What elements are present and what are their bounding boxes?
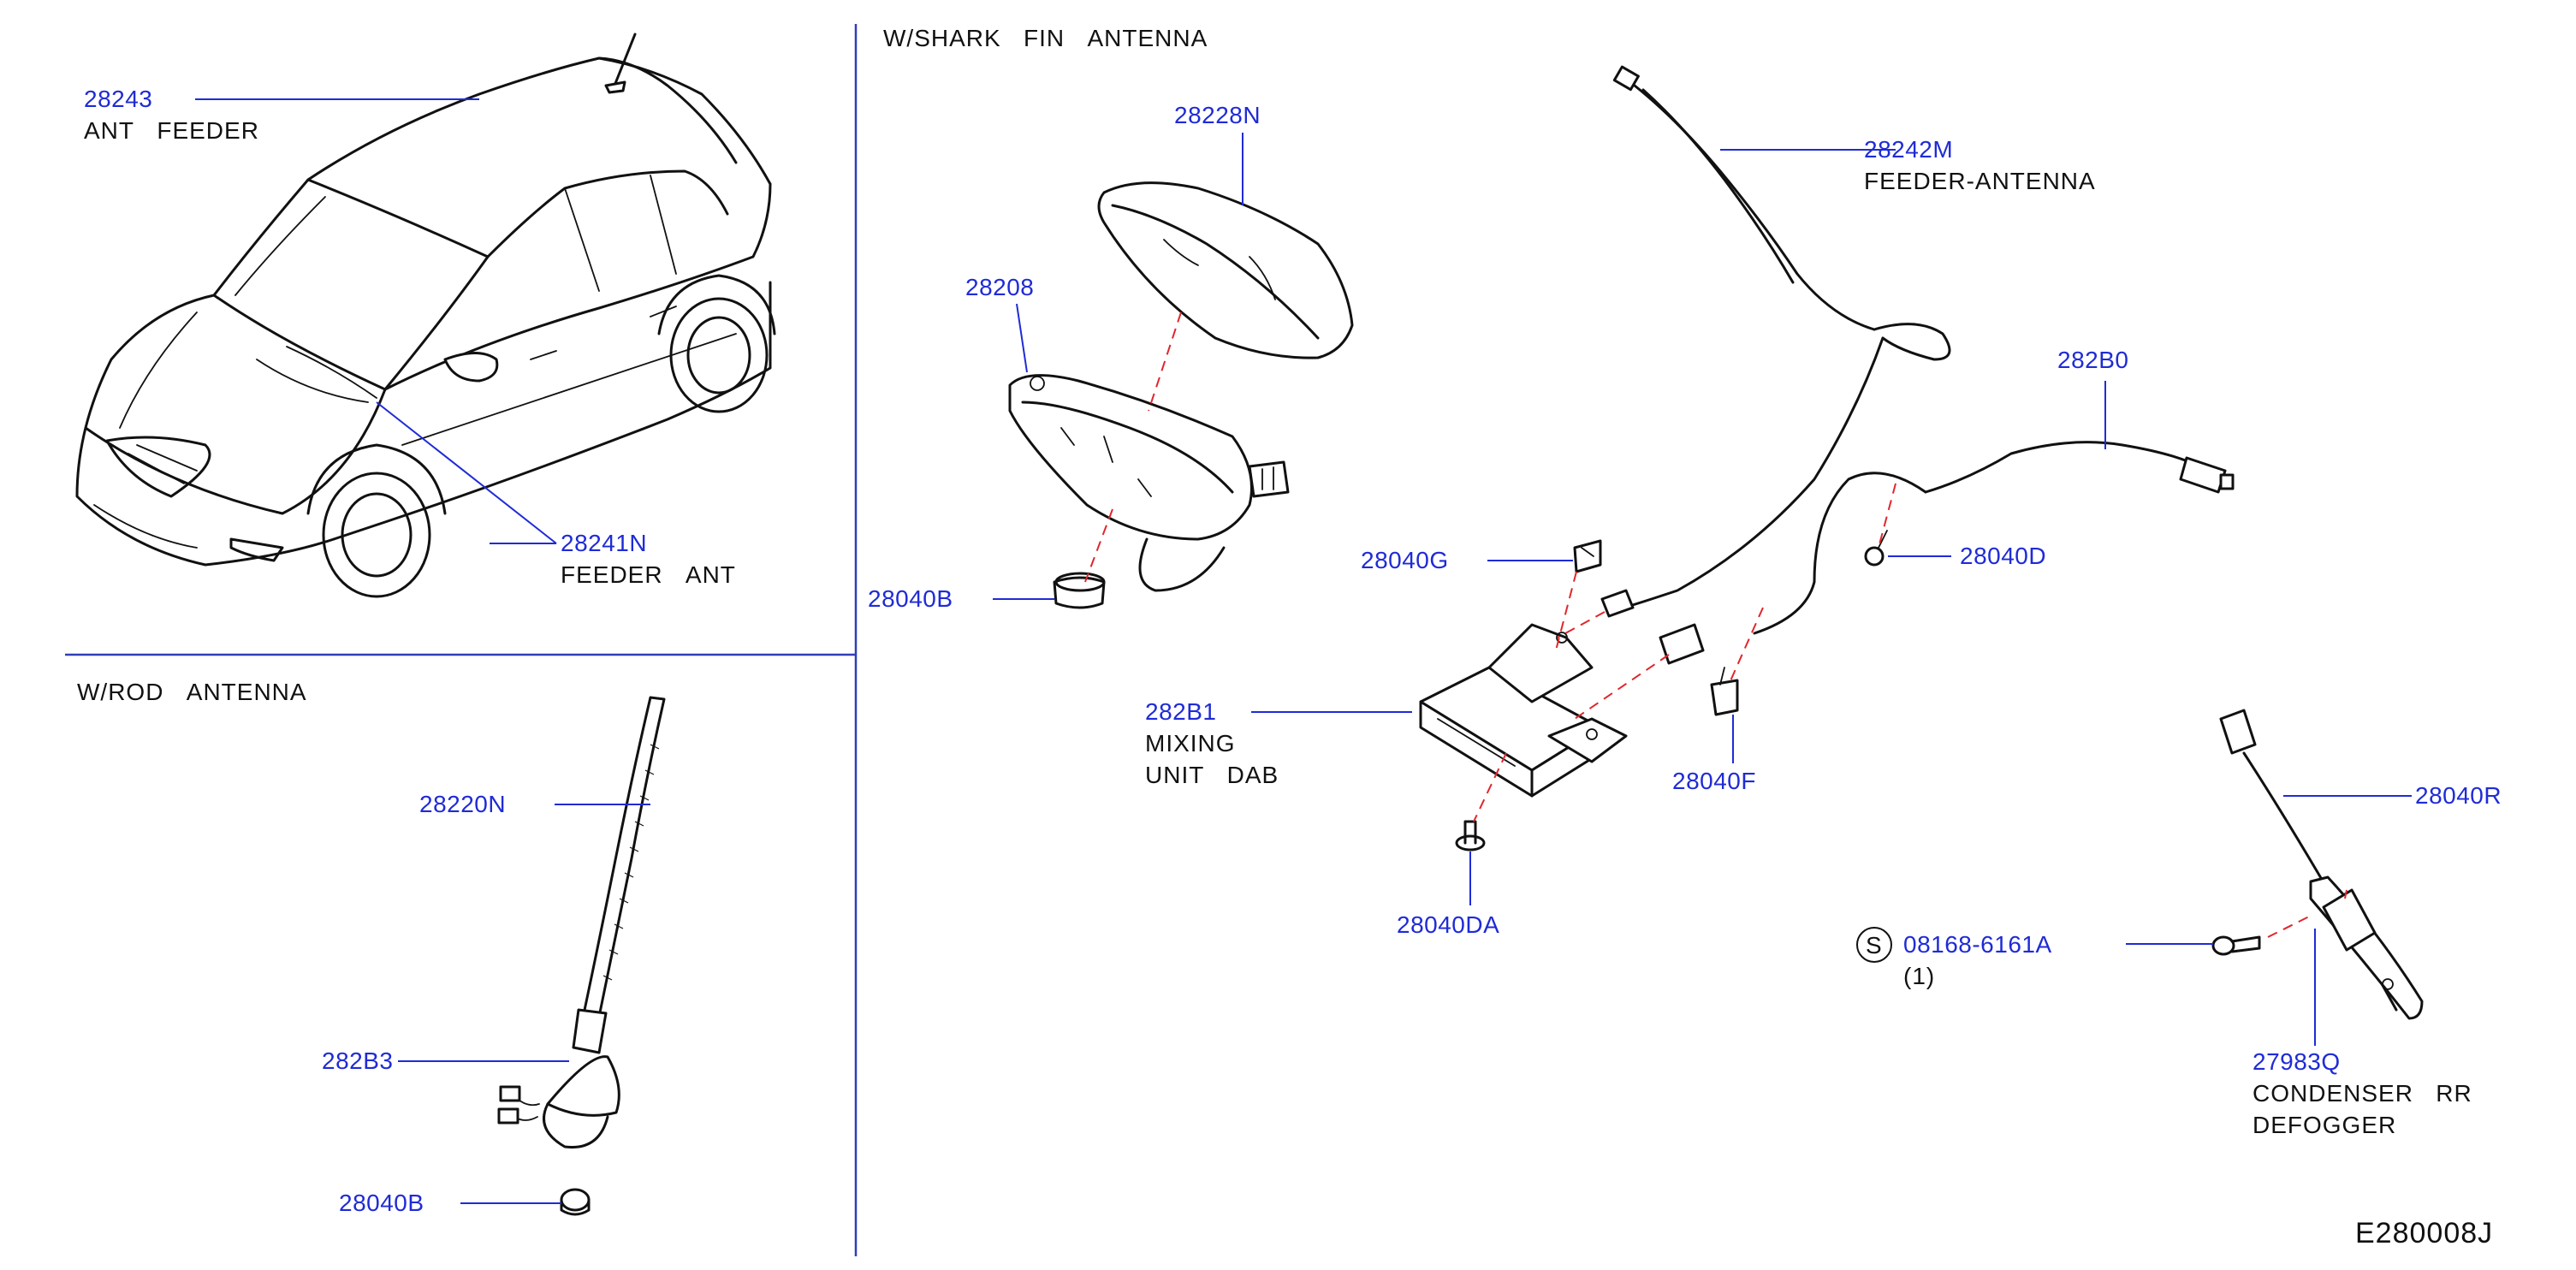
callout-28243-number: 28243	[84, 86, 152, 112]
callout-282B1-desc1: MIXING	[1145, 730, 1236, 757]
clip-28040D	[1864, 530, 1888, 567]
connector-mixing-feeder	[1600, 589, 1705, 665]
shark-fin-clip	[1053, 572, 1106, 609]
leader-lines	[195, 98, 2412, 1204]
rod-antenna-mast	[572, 696, 666, 1054]
callout-28040B-rod-number: 28040B	[339, 1190, 424, 1216]
rod-antenna-base	[497, 1055, 620, 1149]
shark-fin-section-title: W/SHARK FIN ANTENNA	[883, 25, 1208, 51]
standard-part-symbol	[1856, 927, 1892, 963]
callout-28241N-desc: FEEDER ANT	[561, 561, 736, 588]
callout-28220N-number: 28220N	[419, 791, 506, 817]
callout-282B1-number: 282B1	[1145, 698, 1216, 725]
callout-27983Q-number: 27983Q	[2253, 1048, 2341, 1075]
callout-282B0-number: 282B0	[2057, 347, 2128, 373]
callout-28040G-number: 28040G	[1361, 547, 1449, 573]
rod-section-title: W/ROD ANTENNA	[77, 679, 307, 705]
callout-28040B-fin-number: 28040B	[868, 585, 953, 612]
shark-fin-cover	[1097, 181, 1354, 359]
callout-27983Q-desc2: DEFOGGER	[2253, 1112, 2396, 1138]
callout-282B3-number: 282B3	[322, 1047, 393, 1074]
vehicle-illustration	[75, 33, 776, 598]
callout-28242M-desc: FEEDER-ANTENNA	[1864, 168, 2096, 194]
callout-28040R-number: 28040R	[2415, 782, 2502, 809]
callout-28243-desc: ANT FEEDER	[84, 117, 259, 144]
diagram-reference-code: E280008J	[2355, 1217, 2493, 1249]
callout-27983Q-desc1: CONDENSER RR	[2253, 1080, 2472, 1107]
callout-28040DA-number: 28040DA	[1397, 911, 1499, 938]
callout-08168-prefix: S	[1866, 932, 1883, 958]
connector-cable-282B0	[1753, 441, 2235, 635]
callout-282B1-desc2: UNIT DAB	[1145, 762, 1279, 788]
callout-08168-qty: (1)	[1903, 963, 1935, 989]
dashed-fit-lines	[1084, 312, 2347, 938]
feeder-antenna-cable	[1607, 65, 1951, 614]
clip-28040G	[1573, 539, 1602, 573]
shark-fin-base	[1008, 374, 1290, 592]
screw-08168	[2211, 935, 2261, 956]
callout-28241N-number: 28241N	[561, 530, 647, 556]
rear-condenser-assembly	[2219, 709, 2424, 1020]
callout-08168-number: 08168-6161A	[1903, 931, 2052, 958]
callout-28208-number: 28208	[965, 274, 1034, 300]
clip-28040F	[1710, 667, 1739, 716]
section-dividers	[65, 24, 858, 1256]
callout-28040D-number: 28040D	[1960, 543, 2046, 569]
clip-28040DA	[1455, 820, 1486, 852]
callout-28040F-number: 28040F	[1672, 768, 1756, 794]
rod-antenna-clip	[560, 1188, 591, 1216]
callout-28242M-number: 28242M	[1864, 136, 1953, 163]
callout-28228N-number: 28228N	[1174, 102, 1261, 128]
mixing-unit	[1419, 623, 1628, 798]
